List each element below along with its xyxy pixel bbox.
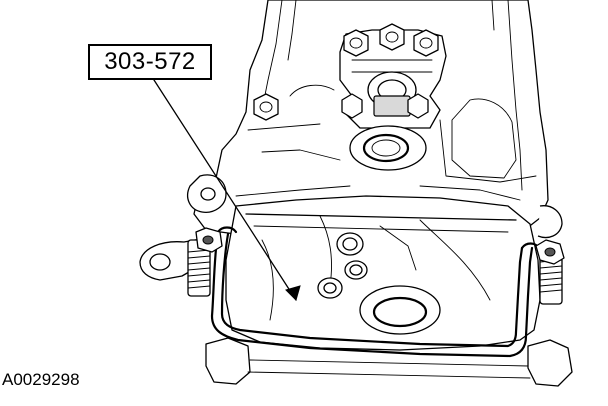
callout-leader-line [153, 79, 301, 301]
crankshaft-bore [349, 125, 427, 171]
bottom-flanges [205, 337, 573, 387]
special-tool-303-572 [210, 226, 540, 358]
tool-number-callout: 303-572 [88, 44, 212, 80]
left-threaded-stud [187, 227, 223, 297]
bearing-cap-bolts [253, 23, 439, 121]
tool-number-label: 303-572 [104, 48, 196, 75]
figure-id-label: A0029298 [2, 370, 80, 389]
lower-housing [225, 195, 541, 351]
right-threaded-stud [535, 239, 565, 305]
